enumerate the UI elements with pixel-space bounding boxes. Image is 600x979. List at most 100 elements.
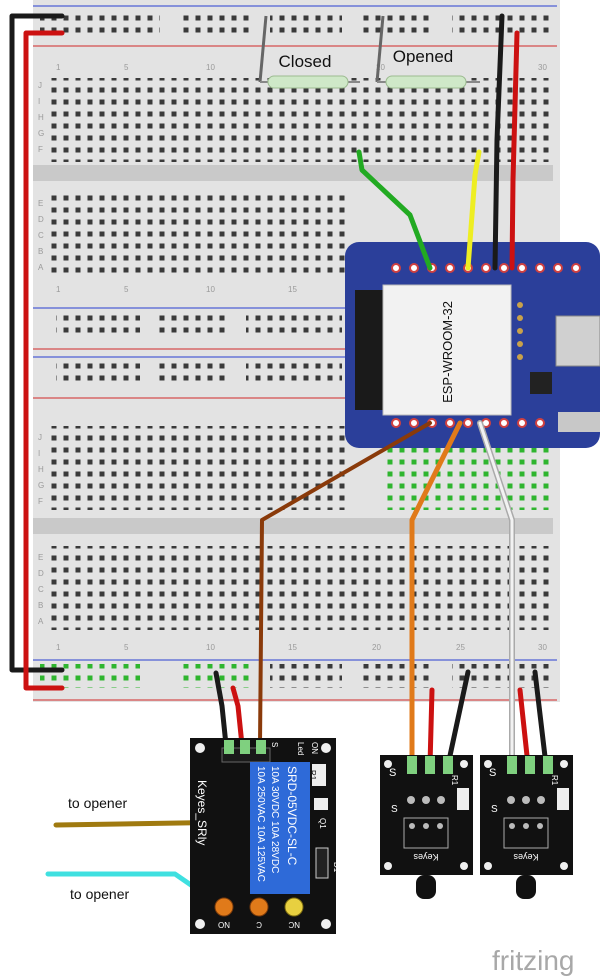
opener-label-bottom: to opener bbox=[70, 886, 129, 902]
svg-text:1: 1 bbox=[56, 63, 61, 72]
column-numbers-bottom: 1 5 10 15 20 25 30 bbox=[56, 643, 547, 652]
svg-text:15: 15 bbox=[288, 285, 297, 294]
svg-text:E: E bbox=[38, 199, 43, 208]
wire-yellow bbox=[465, 149, 482, 271]
svg-text:5: 5 bbox=[124, 643, 129, 652]
svg-text:G: G bbox=[38, 129, 44, 138]
usb-port bbox=[555, 315, 600, 367]
relay-r1: R1 bbox=[308, 770, 317, 781]
relay-s-label: S bbox=[270, 742, 279, 747]
svg-text:G: G bbox=[38, 481, 44, 490]
wire-black-esp bbox=[492, 13, 505, 271]
esp32-board: ESP-WROOM-32 bbox=[345, 242, 600, 448]
relay-q1: Q1 bbox=[318, 818, 327, 829]
reed-closed-label: Closed bbox=[279, 52, 332, 71]
sensor-transistor bbox=[516, 875, 536, 899]
esp32-header-bottom bbox=[391, 418, 545, 428]
relay-rating-1: 10A 250VAC 10A 125VAC bbox=[255, 766, 266, 882]
power-rail-middle bbox=[33, 307, 345, 399]
svg-text:S: S bbox=[491, 804, 498, 815]
svg-text:A: A bbox=[38, 617, 44, 626]
wire-green bbox=[356, 149, 433, 271]
svg-text:C: C bbox=[256, 920, 262, 929]
reed-glass bbox=[267, 75, 349, 89]
svg-text:J: J bbox=[38, 433, 42, 442]
svg-text:10: 10 bbox=[206, 643, 215, 652]
relay-rating-2: 10A 30VDC 10A 28VDC bbox=[269, 766, 280, 873]
esp32-button bbox=[558, 412, 600, 432]
wire-black-s2 bbox=[532, 669, 549, 768]
breadboard-bottom-block-lower bbox=[50, 546, 550, 630]
wire-red-left bbox=[23, 30, 65, 691]
relay-cube bbox=[250, 762, 310, 894]
q1-transistor bbox=[314, 798, 328, 810]
svg-text:H: H bbox=[38, 113, 44, 122]
svg-text:NC: NC bbox=[288, 920, 300, 929]
svg-text:25: 25 bbox=[456, 643, 465, 652]
fritzing-logo: fritzing bbox=[492, 945, 574, 976]
svg-text:B: B bbox=[38, 247, 43, 256]
svg-text:20: 20 bbox=[376, 63, 385, 72]
breadboard-top-block-upper bbox=[50, 78, 550, 162]
svg-text:30: 30 bbox=[538, 63, 547, 72]
breadboard-channel bbox=[33, 165, 553, 181]
usb-chip bbox=[530, 372, 552, 394]
svg-text:10: 10 bbox=[206, 63, 215, 72]
wire-red-esp bbox=[509, 30, 520, 271]
sensor-pcb bbox=[380, 755, 473, 875]
svg-text:R1: R1 bbox=[450, 775, 459, 786]
wire-brown bbox=[258, 421, 432, 747]
svg-text:J: J bbox=[38, 81, 42, 90]
breadboard-top-block-lower bbox=[50, 192, 350, 276]
svg-text:S: S bbox=[489, 767, 496, 779]
relay-d1: D1 bbox=[332, 862, 341, 873]
wire-red-s1 bbox=[427, 687, 435, 768]
svg-text:I: I bbox=[38, 449, 40, 458]
column-numbers-top: 1 5 10 20 30 bbox=[56, 63, 547, 72]
sensor-transistor bbox=[416, 875, 436, 899]
reed-switch-opened: Opened bbox=[375, 15, 480, 89]
svg-text:B: B bbox=[38, 601, 43, 610]
reed-switch-closed: Closed bbox=[258, 15, 360, 89]
svg-text:5: 5 bbox=[124, 63, 129, 72]
wire-black-left bbox=[9, 13, 65, 673]
svg-text:15: 15 bbox=[288, 643, 297, 652]
svg-text:R1: R1 bbox=[550, 775, 559, 786]
reed-opened-label: Opened bbox=[393, 47, 454, 66]
relay-brand: Keyes_SRly bbox=[195, 780, 209, 845]
breadboard-channel-lower bbox=[33, 518, 553, 534]
sensor-pcb bbox=[480, 755, 573, 875]
svg-text:30: 30 bbox=[538, 643, 547, 652]
svg-text:A: A bbox=[38, 263, 44, 272]
relay-led-label: Led bbox=[296, 742, 305, 755]
column-numbers-mid: 1 5 10 15 bbox=[56, 285, 297, 294]
svg-text:C: C bbox=[38, 231, 44, 240]
reed-glass bbox=[385, 75, 467, 89]
svg-text:I: I bbox=[38, 97, 40, 106]
svg-text:NO: NO bbox=[218, 920, 230, 929]
svg-text:5: 5 bbox=[124, 285, 129, 294]
svg-text:Keyes: Keyes bbox=[413, 852, 439, 862]
svg-text:D: D bbox=[38, 569, 44, 578]
wire-black-relay bbox=[213, 670, 229, 748]
svg-text:1: 1 bbox=[56, 643, 61, 652]
sensor-module-2: S S R1 Keyes bbox=[480, 755, 573, 899]
svg-text:C: C bbox=[38, 585, 44, 594]
esp32-antenna bbox=[355, 290, 385, 410]
svg-text:Keyes: Keyes bbox=[513, 852, 539, 862]
wire-red-s2 bbox=[517, 687, 531, 768]
svg-text:S: S bbox=[389, 767, 396, 779]
svg-text:E: E bbox=[38, 553, 43, 562]
svg-text:20: 20 bbox=[372, 643, 381, 652]
r1-resistor bbox=[312, 764, 326, 786]
wire-red-relay bbox=[230, 685, 245, 748]
esp32-module bbox=[382, 284, 512, 416]
relay-terminals: NO C NC bbox=[214, 897, 304, 929]
relay-module: 10A 250VAC 10A 125VAC 10A 30VDC 10A 28VD… bbox=[190, 738, 341, 934]
svg-text:S: S bbox=[391, 804, 398, 815]
svg-text:F: F bbox=[38, 497, 43, 506]
wire-orange bbox=[409, 420, 463, 768]
sensor-module-1: S S R1 Keyes bbox=[380, 755, 473, 899]
svg-text:D: D bbox=[38, 215, 44, 224]
